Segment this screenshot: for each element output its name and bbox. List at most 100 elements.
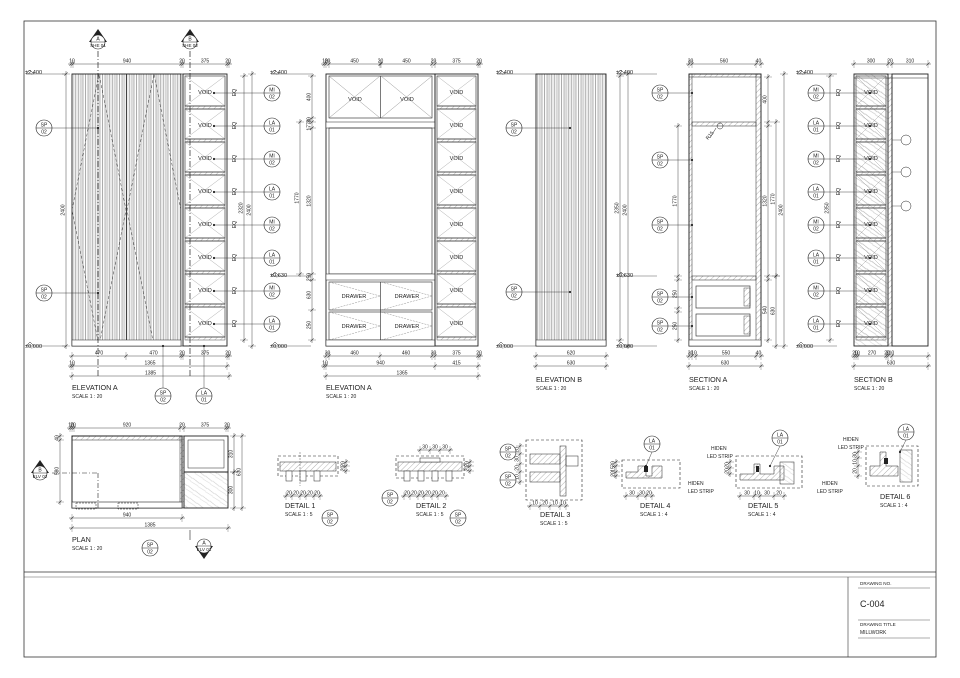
dimension-text: 1365 [396,371,407,377]
view-titles: ELEVATION A SCALE 1 : 20 ELEVATION A SCA… [72,375,910,552]
dimension-text: 20 [179,59,185,65]
dimension-text: 940 [123,513,132,519]
view-title: SECTION A [689,375,728,384]
dimension-text: 310 [906,59,915,65]
level-bottom: ±0,000 [616,344,633,350]
level-top: ±2,400 [496,70,513,76]
section-ref: ELV 02 [33,474,48,479]
view-scale: SCALE 1 : 4 [748,512,776,518]
leader-dot [568,126,572,130]
detail-6 [865,445,919,487]
leader-dot [868,256,872,260]
shelf-board [855,105,887,110]
dimension-text: 375 [201,351,210,357]
tag-code: LA [813,319,820,325]
level-top: ±2,400 [25,70,42,76]
level-bottom: ±0,000 [796,344,813,350]
dimension-text: 1770 [771,193,777,204]
dimension-text: 270 [868,351,877,357]
leader-dot [568,290,572,294]
detail-4 [621,459,681,489]
eq-label: EQ [232,155,238,162]
leader-dot [868,157,872,161]
dimension-text: 1320 [307,195,313,206]
eq-label: EQ [836,221,842,228]
dimension-text: 10 [691,351,697,357]
dimension-text: 20 [476,351,482,357]
detail-5 [735,455,803,489]
tag-number: 01 [903,434,909,440]
level-marker [796,69,806,75]
dimension-text: 550 [722,351,731,357]
tag-code: MI [813,88,819,94]
tag-code: MI [269,286,275,292]
view-title: ELEVATION A [326,383,372,392]
void-label: VOID [450,156,464,162]
shelf-board [855,204,887,209]
dimension-text: 10 [322,59,328,65]
tag-code: SP [511,123,518,129]
dimension-text: 310 [229,450,235,459]
eq-label: EQ [836,254,842,261]
shelf-board [436,270,477,275]
leader-dot [868,289,872,293]
void-label: VOID [348,97,362,103]
shelf-board [436,303,477,308]
tag-code: LA [777,433,784,439]
dimension-text: 30 [639,491,645,497]
level-top: ±2,400 [616,70,633,76]
dimension-text: 560 [720,59,729,65]
tag-number: 01 [813,194,819,200]
elevation-b-fluted [535,73,607,347]
dimension-text: 540 [763,306,769,315]
dimension-text: 920 [123,423,132,429]
tag-number: 02 [657,95,663,101]
void-label: VOID [198,222,212,228]
detail-callout [900,166,912,178]
shelf-board [184,336,226,341]
eq-label: EQ [836,155,842,162]
dimension-text: 30 [744,491,750,497]
shelf-board [436,336,477,341]
leader-dot [690,324,694,328]
section-letter: A [96,37,100,43]
tag-number: 02 [505,454,511,460]
dimension-text: 10 [532,501,538,507]
void-label: VOID [450,123,464,129]
dimension-text: 20 [411,491,417,497]
dimension-text: 2400 [247,204,253,215]
led-label: HIDEN [688,481,704,487]
dimension-text: 10 [552,501,558,507]
dimension-text: 630 [887,361,896,367]
shelf-board [184,303,226,308]
view-scale: SCALE 1 : 20 [536,386,567,392]
shelf-board [855,237,887,242]
eq-label: EQ [232,221,238,228]
view-title: DETAIL 5 [748,501,778,510]
tag-number: 02 [269,161,275,167]
void-label: VOID [450,255,464,261]
dimension-text: 1365 [144,361,155,367]
drawing-number: C-004 [860,599,885,609]
tag-number: 02 [41,295,47,301]
tag-code: SP [505,447,512,453]
leader-dot [898,450,902,454]
dimension-text: 30 [422,445,428,451]
tag-code: MI [269,88,275,94]
shelf-board [855,303,887,308]
void-label: VOID [198,255,212,261]
dimension-text: 30 [307,117,313,123]
section-letter: B [38,468,42,474]
dimension-text: 20 [476,59,482,65]
void-label: VOID [198,189,212,195]
sheet-border [23,20,937,658]
